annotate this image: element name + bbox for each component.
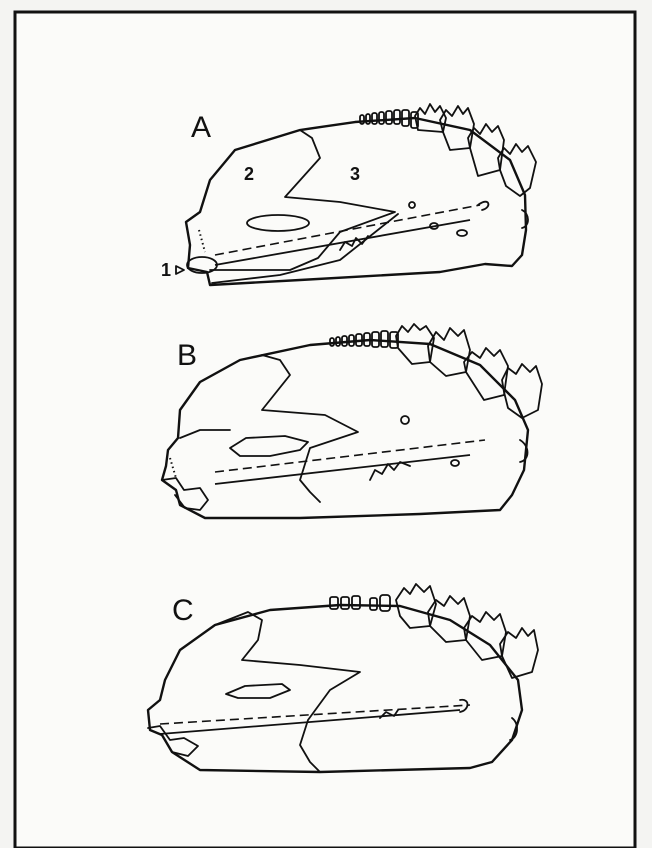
pointer-1-label: 1	[161, 261, 171, 279]
region-3-label: 3	[350, 165, 360, 183]
panel-c-letter: C	[172, 596, 194, 626]
panel-b-letter: B	[177, 341, 197, 371]
region-2-label: 2	[244, 165, 254, 183]
figure-frame	[15, 12, 635, 848]
panel-a-letter: A	[191, 113, 211, 143]
